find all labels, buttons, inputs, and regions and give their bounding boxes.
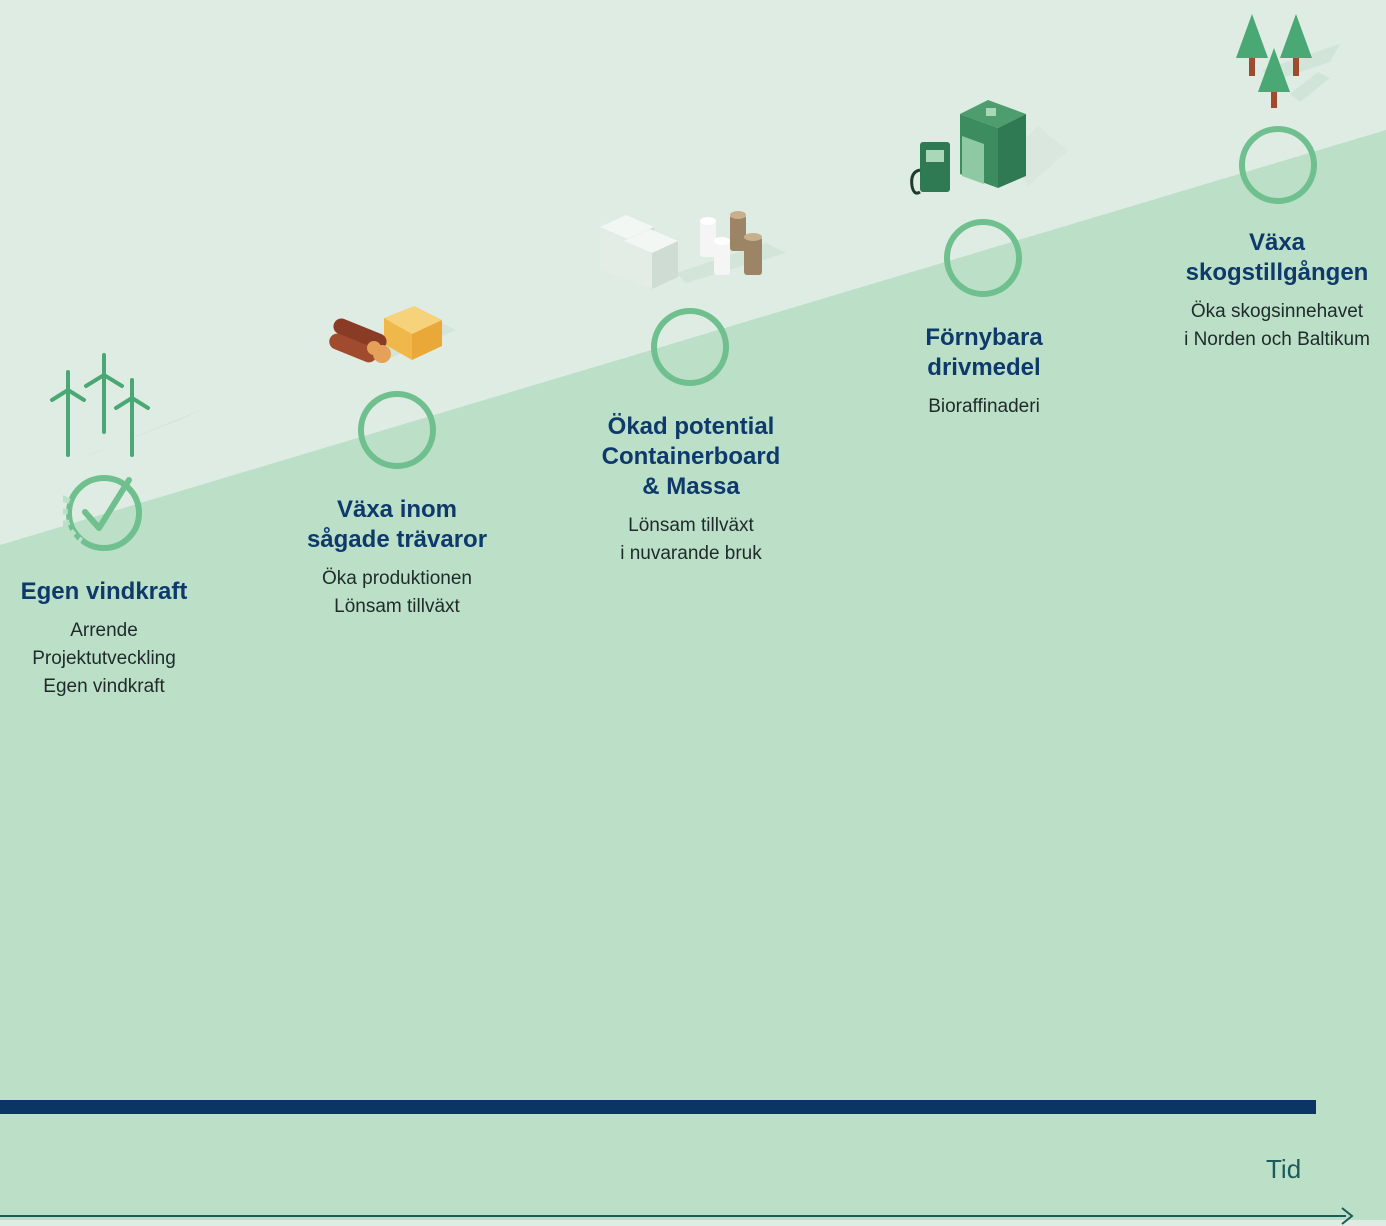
stage-title: & Massa — [642, 473, 740, 500]
stage-title: skogstillgången — [1185, 259, 1369, 286]
stage-title: Växa inom — [336, 496, 458, 523]
stage-title: drivmedel — [927, 354, 1041, 381]
stage-line: Arrende — [70, 620, 138, 641]
stage-line: Öka produktionen — [322, 568, 472, 589]
time-axis — [0, 1215, 1346, 1217]
lumber-logs-icon — [329, 306, 456, 363]
stage-line: Lönsam tillväxt — [628, 515, 754, 536]
stage-title: Förnybara — [925, 324, 1043, 351]
fuel-refinery-icon — [910, 100, 1068, 195]
check-circle-icon — [63, 475, 142, 551]
stage-line: Lönsam tillväxt — [334, 596, 460, 617]
stage-ring — [944, 219, 1022, 297]
wind-turbine-icon — [50, 353, 200, 458]
timeline-bar — [0, 1100, 1316, 1114]
stage-line: Projektutveckling — [32, 648, 176, 669]
stage-title: Egen vindkraft — [20, 578, 188, 605]
stage-ring — [1239, 126, 1317, 204]
stage-ring — [358, 391, 436, 469]
stage-vaxa-sagade-travaror: Växa inom sågade trävaror Öka produktion… — [287, 495, 507, 621]
stage-vaxa-skogstillgangen: Växa skogstillgången Öka skogsinnehavet … — [1166, 228, 1386, 354]
stage-line: i Norden och Baltikum — [1184, 329, 1370, 350]
stage-line: Egen vindkraft — [43, 676, 165, 697]
stage-title: sågade trävaror — [306, 526, 488, 553]
stage-line: i nuvarande bruk — [620, 543, 762, 564]
paper-packages-icon — [600, 211, 786, 289]
stage-title: Ökad potential — [607, 413, 775, 440]
forest-trees-icon — [1236, 14, 1340, 108]
stage-okad-potential: Ökad potential Containerboard & Massa Lö… — [570, 412, 812, 568]
stage-line: Öka skogsinnehavet — [1190, 301, 1364, 322]
stage-line: Bioraffinaderi — [928, 396, 1040, 417]
stage-title: Containerboard — [601, 443, 781, 470]
stage-egen-vindkraft: Egen vindkraft Arrende Projektutveckling… — [0, 577, 208, 701]
stage-ring — [651, 308, 729, 386]
axis-label: Tid — [1266, 1154, 1302, 1184]
stage-fornybara-drivmedel: Förnybara drivmedel Bioraffinaderi — [884, 323, 1084, 421]
stage-title: Växa — [1248, 229, 1306, 256]
arrow-right-icon — [1341, 1207, 1354, 1225]
